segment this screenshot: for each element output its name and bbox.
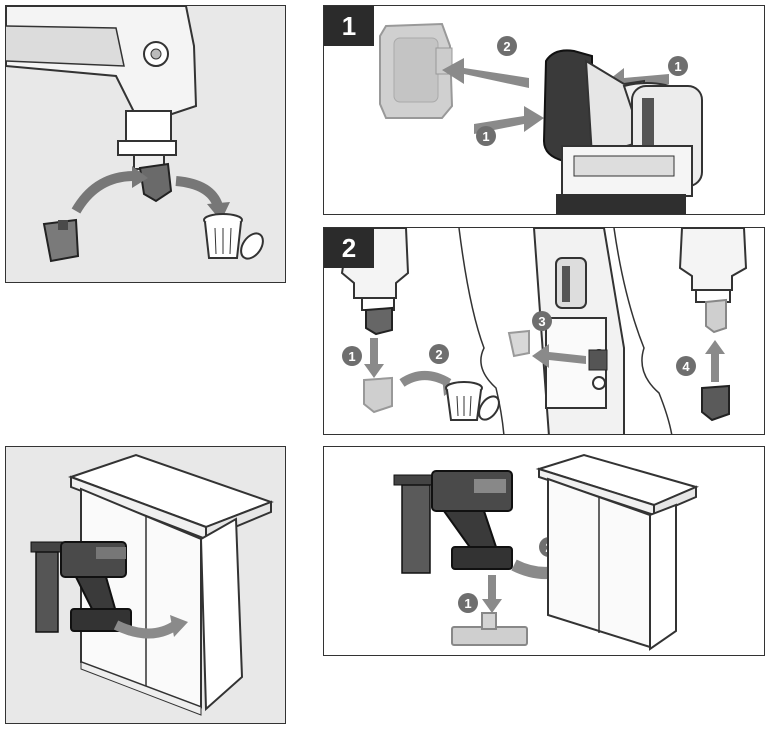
storage-illustration	[30, 453, 274, 716]
battery-pack-icon	[542, 49, 593, 163]
worn-tip-icon	[365, 306, 393, 336]
marker-1a: 1	[482, 129, 489, 144]
panel-step-2-tip-replacement: 1 2 3	[323, 227, 765, 435]
marker-2: 2	[503, 39, 510, 54]
worn-tip-icon	[138, 162, 173, 203]
step-2-badge: 2	[324, 228, 374, 268]
tip-removal-illustration	[6, 6, 264, 263]
marker-2: 2	[435, 347, 442, 362]
removed-tip-icon	[363, 376, 393, 414]
installed-tip-icon	[705, 298, 727, 334]
step-1-badge: 1	[324, 6, 374, 46]
pulled-tip-icon	[507, 329, 530, 358]
marker-1b: 1	[674, 59, 681, 74]
panel-tip-removal	[5, 5, 286, 283]
battery-ghost-icon	[379, 22, 454, 119]
panel-step-1-battery: 2 1 1 1	[323, 5, 765, 215]
store-tool-illustration: 1 2	[393, 453, 699, 651]
battery-removal-illustration: 2 1 1	[379, 22, 703, 214]
trash-can-icon	[203, 213, 264, 260]
battery-icon	[451, 612, 528, 646]
tip-replacement-illustration: 1 2 3	[340, 228, 748, 434]
cabinet-icon	[535, 453, 699, 651]
tip-slot-icon	[588, 349, 608, 371]
marker-4: 4	[682, 359, 690, 374]
panel-storage-cabinet	[5, 446, 286, 724]
marker-1: 1	[464, 596, 471, 611]
new-tip-icon	[701, 384, 730, 422]
marker-3: 3	[538, 314, 545, 329]
trash-can-icon	[445, 381, 500, 421]
marker-1: 1	[348, 349, 355, 364]
nailer-tool-icon	[393, 470, 513, 574]
panel-store-tool: 1 2	[323, 446, 765, 656]
